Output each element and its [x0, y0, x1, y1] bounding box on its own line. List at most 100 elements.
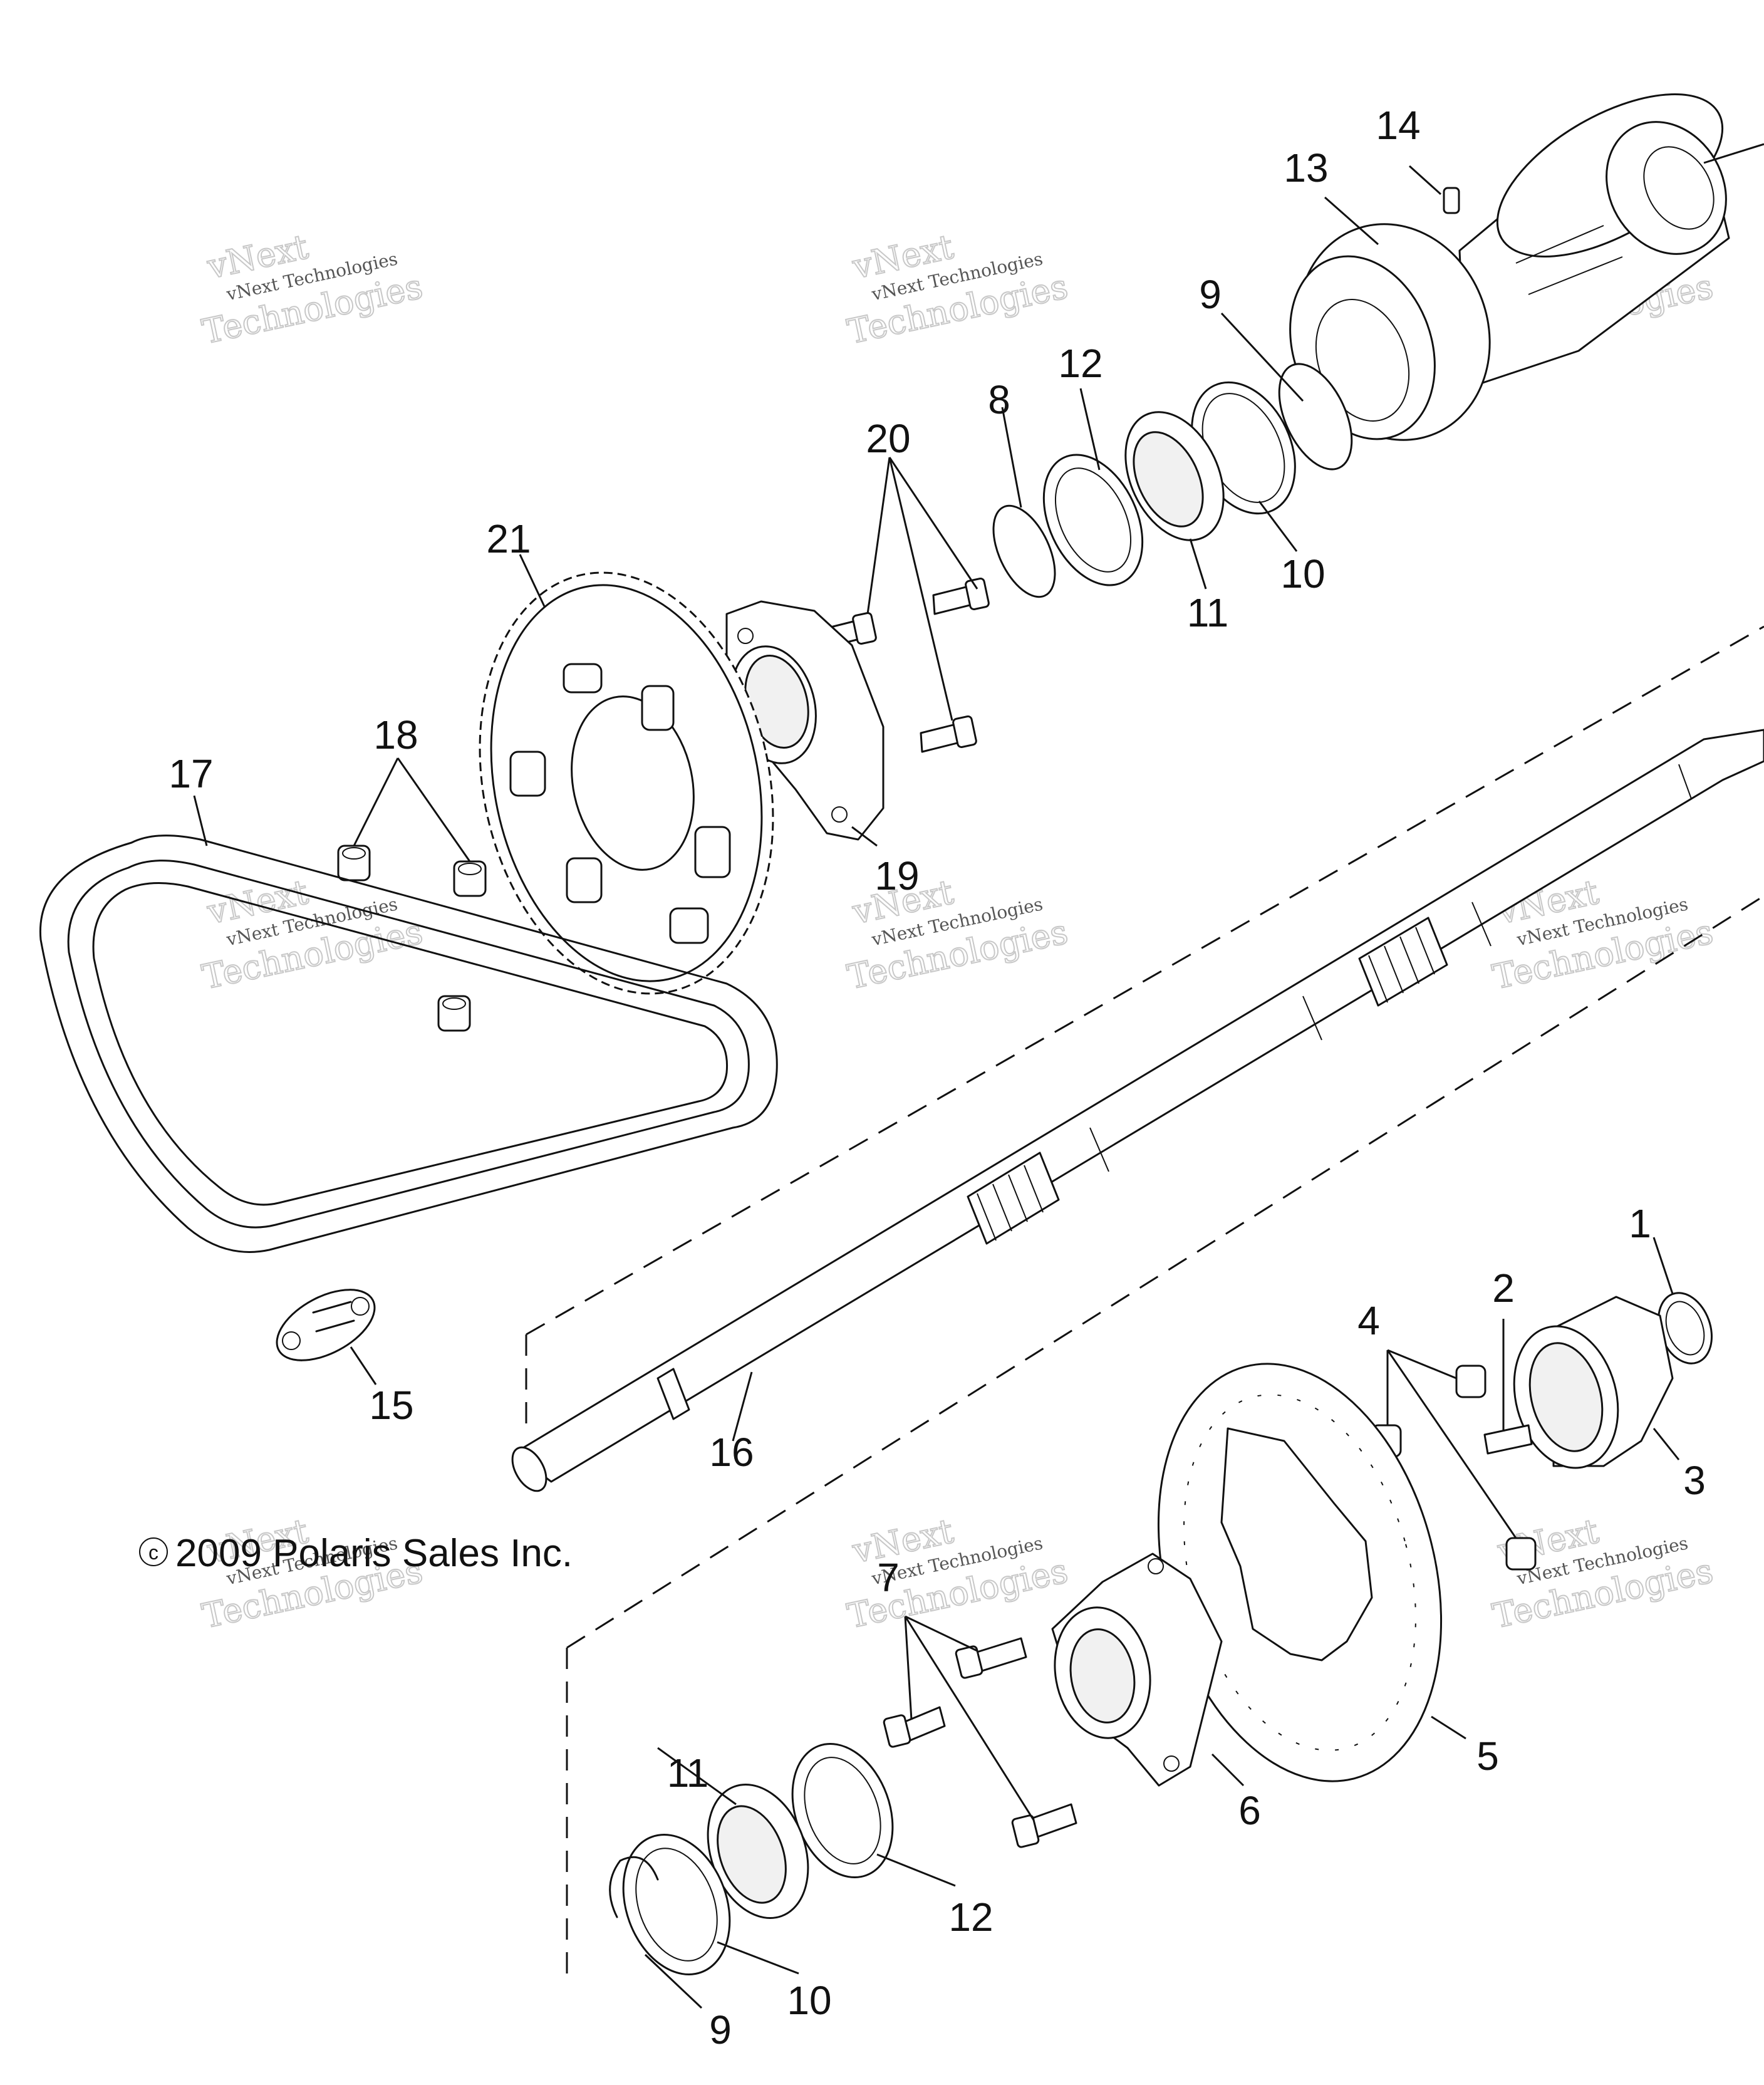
callout-11a: 11	[1187, 590, 1228, 635]
seal-12-lower-inner	[804, 1757, 881, 1864]
seal-12-upper-inner	[1054, 467, 1132, 573]
leader-13	[1324, 196, 1379, 246]
bearing-carrier	[1483, 1292, 1713, 1469]
nut-18a-top	[342, 847, 366, 860]
chain-inner	[92, 882, 729, 1206]
lower-bearing-stack	[609, 1742, 894, 1975]
leader-17	[193, 795, 208, 846]
chain-middle	[67, 860, 750, 1229]
o-ring-1-inner	[1665, 1301, 1705, 1356]
bearing-11-lower-inner	[717, 1805, 787, 1904]
nut-18c-top	[442, 997, 466, 1010]
master-link-hole	[282, 1331, 301, 1350]
race-10-lower	[622, 1834, 731, 1975]
axle-shaft-rings	[1089, 764, 1692, 1172]
chain-outer	[39, 835, 778, 1253]
watermark: vNext vNext Technologies Technologies	[843, 871, 1072, 997]
sprocket-cutout	[509, 751, 546, 797]
axle-shaft	[511, 729, 1764, 1492]
rotor-center-cutout	[1220, 1427, 1373, 1661]
bearing-11-upper-inner	[1133, 431, 1204, 528]
bolt-7a-head	[955, 1645, 983, 1679]
callout-3: 3	[1683, 1458, 1706, 1503]
leader-9a	[1220, 312, 1304, 402]
drive-chain	[39, 835, 778, 1253]
axle-housing	[1289, 93, 1764, 441]
master-link-plate	[276, 1289, 376, 1361]
callout-1: 1	[1629, 1201, 1651, 1246]
sprocket-center-hole	[571, 695, 695, 871]
leader-14	[1408, 165, 1442, 195]
nut-18c	[437, 995, 471, 1032]
bolt-20c-head	[952, 715, 977, 748]
race-10-lower-inner	[635, 1848, 718, 1962]
seal-12-upper	[1042, 454, 1144, 586]
ring-8	[992, 504, 1056, 598]
axle-spline-lower-teeth	[977, 1165, 1044, 1241]
leader-12a	[1079, 388, 1101, 471]
axle-spline-upper	[1358, 917, 1448, 1007]
leader-18	[353, 757, 471, 862]
leader-12b	[876, 1853, 956, 1887]
callout-15: 15	[369, 1383, 413, 1428]
leader-6	[1211, 1753, 1245, 1787]
callout-2: 2	[1492, 1266, 1515, 1311]
nut-4a	[1455, 1365, 1486, 1398]
copyright-symbol-ring	[139, 1537, 168, 1566]
callout-10b: 10	[787, 1978, 831, 2023]
callout-16: 16	[709, 1430, 754, 1475]
callout-11b: 11	[667, 1750, 708, 1796]
callout-13: 13	[1284, 145, 1328, 190]
assembly-guides	[525, 625, 1764, 1973]
leader-lines	[193, 165, 1680, 2009]
upper-guide-line	[526, 625, 1764, 1336]
leader-21	[519, 554, 546, 608]
callout-4: 4	[1357, 1298, 1380, 1343]
axle-shaft-end	[511, 1446, 547, 1492]
ring-9-upper	[1278, 363, 1353, 471]
leader-1	[1652, 1237, 1674, 1294]
callout-7: 7	[877, 1555, 900, 1600]
sprocket	[479, 571, 774, 995]
leader-11a	[1189, 538, 1207, 590]
housing-axis	[1703, 143, 1764, 164]
leader-8	[1001, 407, 1022, 508]
callout-19: 19	[874, 853, 919, 898]
callout-8: 8	[988, 377, 1010, 422]
sprocket-cutout	[566, 857, 603, 903]
grease-fitting	[1443, 187, 1460, 214]
callouts: 14 13 9 12 8 20 10 11 21 18 17 19 1 2 4 …	[169, 103, 1705, 2052]
leader-7	[904, 1615, 1035, 1821]
sprocket-nuts	[337, 845, 487, 1032]
axle-spline-upper-teeth	[1368, 927, 1435, 1003]
callout-9b: 9	[709, 2007, 732, 2052]
copyright-text: 2009 Polaris Sales Inc.	[175, 1532, 573, 1575]
nut-4c	[1505, 1537, 1537, 1571]
callout-9a: 9	[1199, 272, 1222, 317]
callout-5: 5	[1476, 1734, 1499, 1779]
axle-spline-lower	[967, 1152, 1060, 1245]
chain-master-link	[276, 1289, 376, 1361]
nut-18b-top	[458, 863, 482, 875]
callout-17: 17	[169, 751, 213, 796]
callout-21: 21	[486, 516, 531, 561]
brake-hub-hole	[1148, 1558, 1164, 1574]
axle-shaft-body	[512, 729, 1764, 1483]
master-link-hole	[351, 1297, 370, 1316]
leader-3	[1652, 1428, 1680, 1460]
bolt-20a-head	[852, 612, 877, 645]
sprocket-cutout	[641, 685, 675, 731]
leader-4	[1386, 1349, 1517, 1539]
brake-hub-hole	[1163, 1755, 1180, 1772]
hub-hole	[737, 628, 754, 644]
leader-16	[732, 1371, 753, 1442]
watermark: vNext vNext Technologies Technologies	[843, 226, 1072, 352]
carrier-bore	[1528, 1342, 1604, 1452]
brake-hub-bore	[1069, 1628, 1136, 1724]
leader-20	[866, 457, 978, 721]
bolt-20b-head	[965, 578, 990, 610]
callout-6: 6	[1238, 1788, 1261, 1833]
callout-12b: 12	[948, 1895, 993, 1940]
leader-11b	[657, 1747, 737, 1806]
